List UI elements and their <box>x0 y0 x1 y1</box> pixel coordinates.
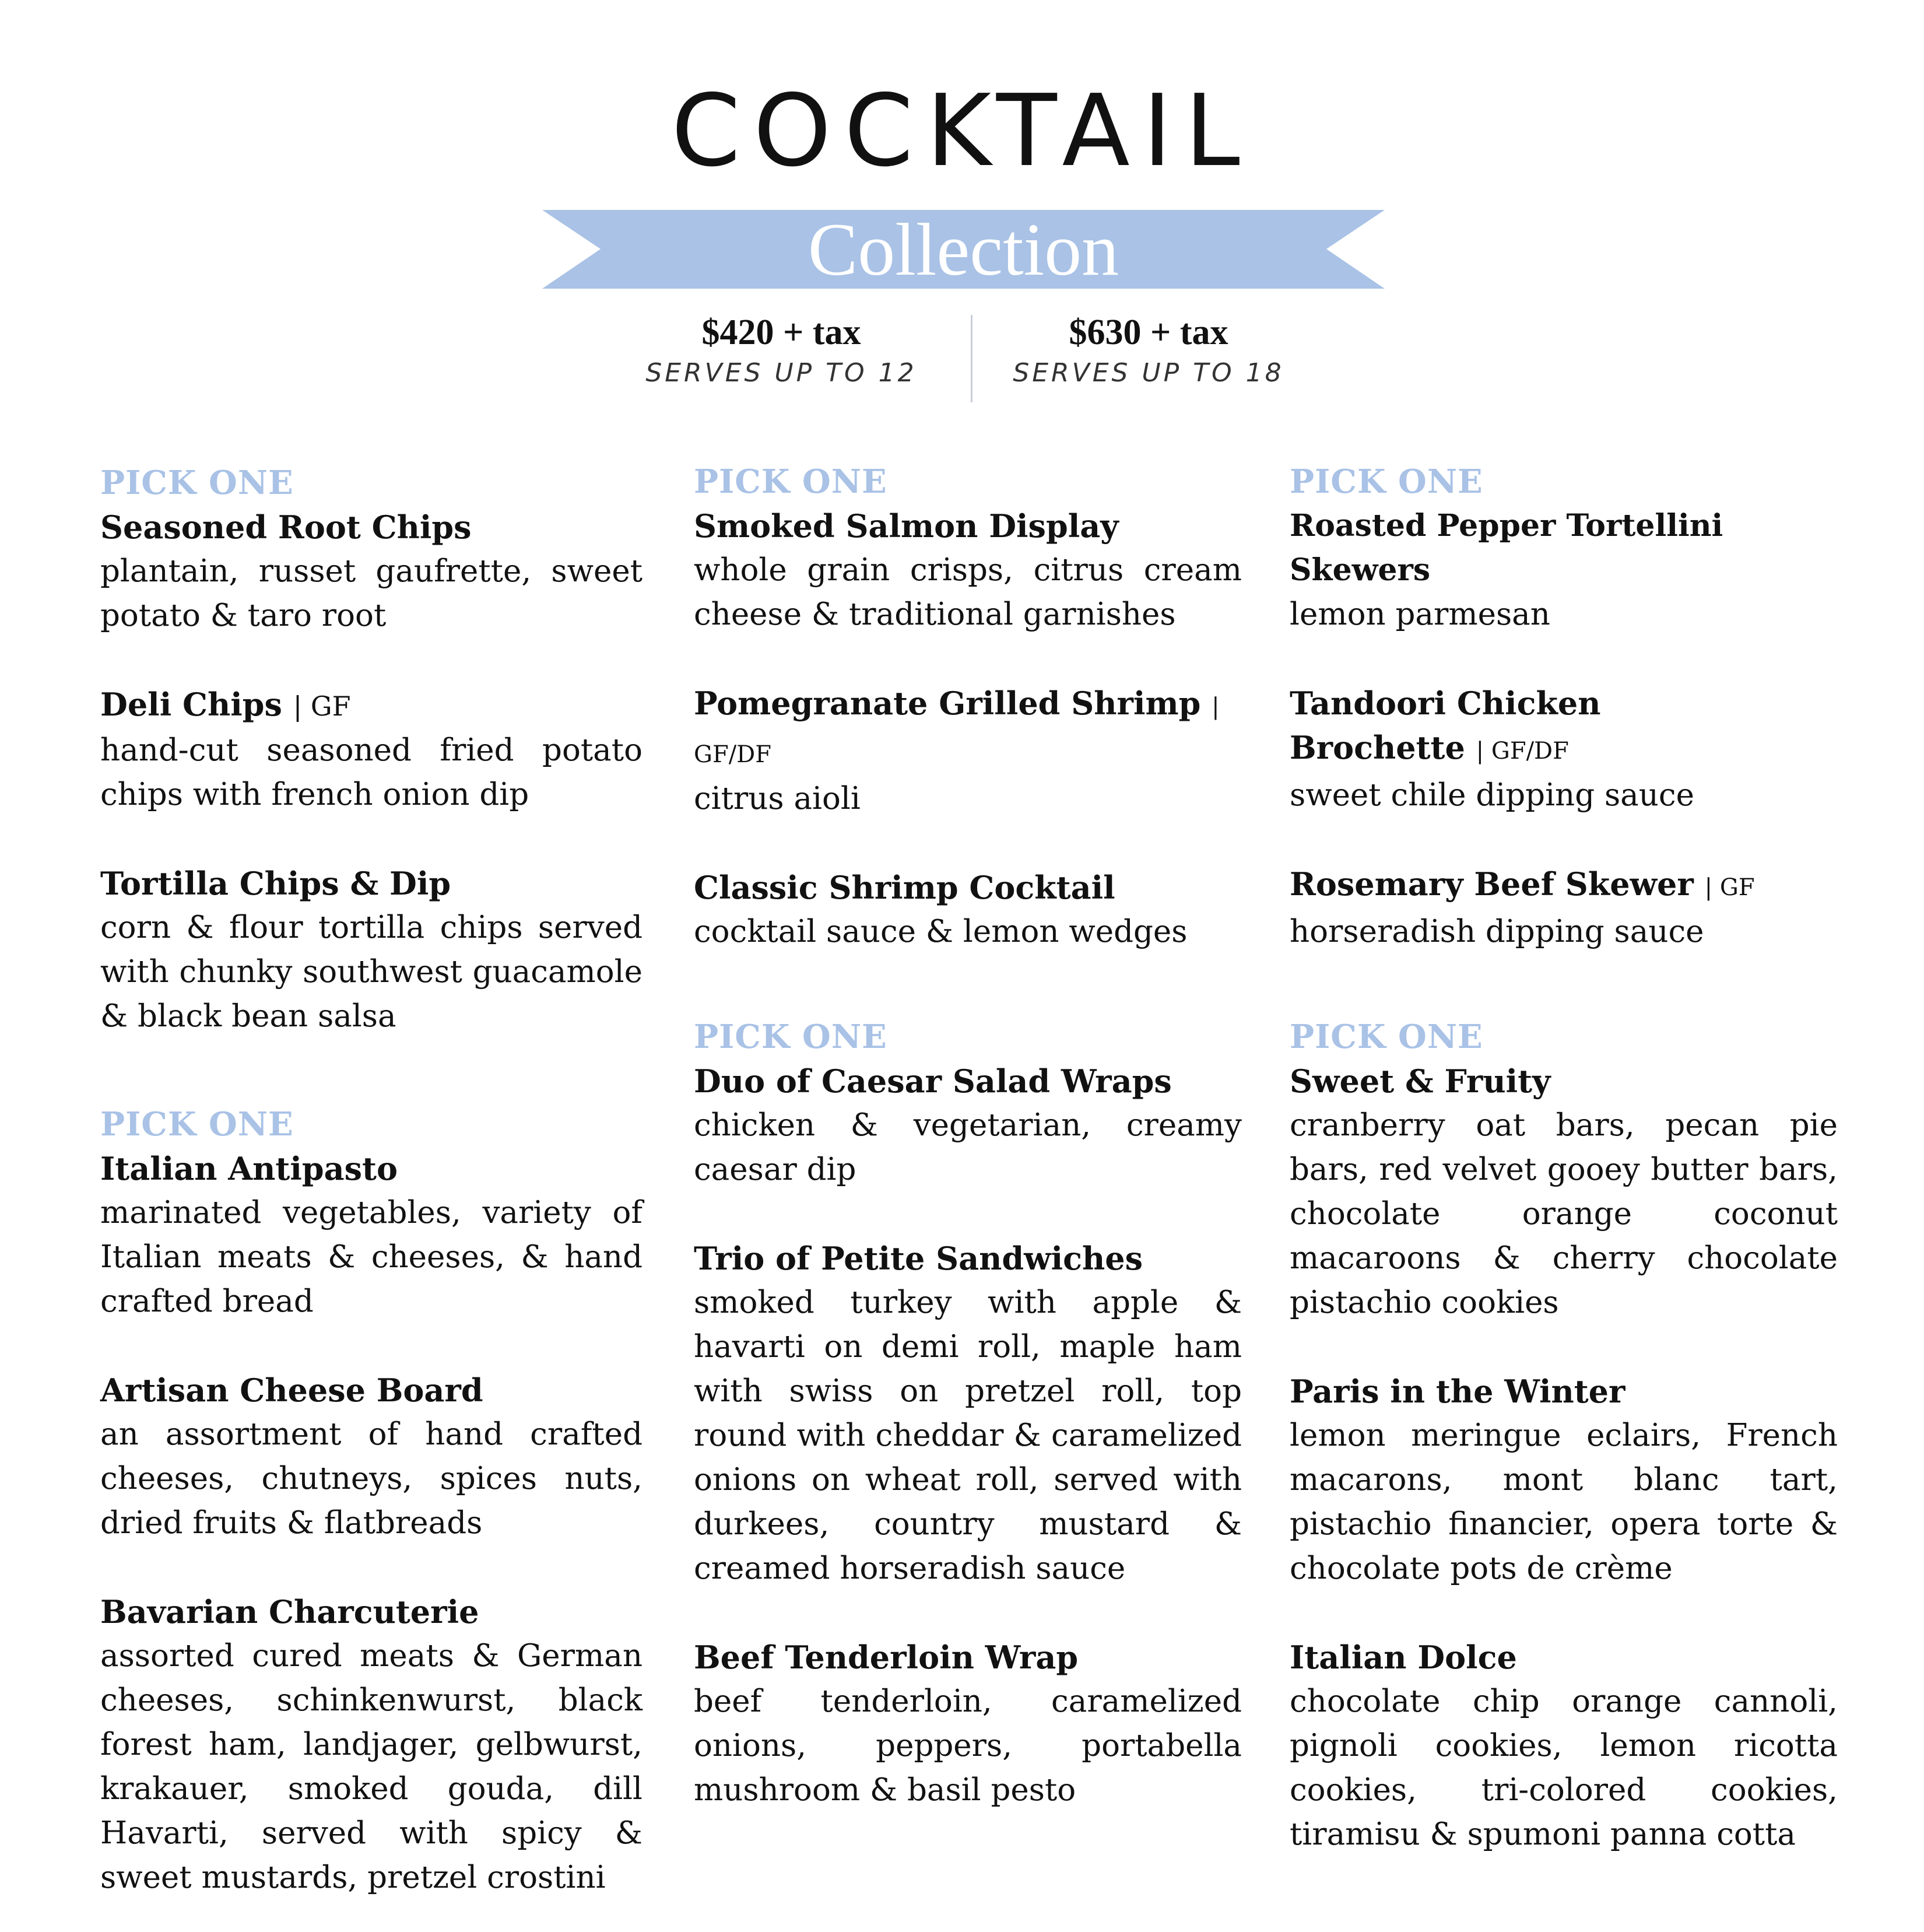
item-description: cocktail sauce & lemon wedges <box>694 914 1188 949</box>
item-name: Smoked Salmon Display <box>694 507 1119 545</box>
menu-item: Bavarian Charcuterie assorted cured meat… <box>100 1590 642 1900</box>
item-name: Roasted Pepper Tortellini Skewers <box>1290 508 1723 588</box>
ribbon-shape <box>542 210 1385 289</box>
item-name-line: Deli Chips | GF <box>100 682 642 728</box>
page-title: COCKTAIL <box>671 73 1253 189</box>
item-description: whole grain crisps, citrus cream cheese … <box>694 552 1242 632</box>
price-divider <box>971 315 972 402</box>
pick-one-label: PICK ONE <box>694 462 887 501</box>
menu-item: Paris in the Winter lemon meringue eclai… <box>1290 1369 1838 1591</box>
item-name: Bavarian Charcuterie <box>100 1593 479 1631</box>
item-name: Artisan Cheese Board <box>100 1372 483 1409</box>
item-description: corn & flour tortilla chips served with … <box>100 910 642 1034</box>
menu-item: Artisan Cheese Board an assortment of ha… <box>100 1368 642 1545</box>
pick-one-label: PICK ONE <box>1290 462 1483 501</box>
item-description: chocolate chip orange cannoli, pignoli c… <box>1290 1684 1838 1852</box>
item-description: marinated vegetables, variety of Italian… <box>100 1195 642 1319</box>
price-serves: SERVES UP TO 12 <box>645 358 917 388</box>
section-seafood: PICK ONE Smoked Salmon Display whole gra… <box>694 460 1242 954</box>
price-amount: $630 + tax <box>1069 313 1228 352</box>
pick-one-label: PICK ONE <box>100 464 294 502</box>
item-description: plantain, russet gaufrette, sweet potato… <box>100 553 642 633</box>
item-description: assorted cured meats & German cheeses, s… <box>100 1638 642 1895</box>
item-name: Classic Shrimp Cocktail <box>694 869 1115 906</box>
pick-one-label: PICK ONE <box>694 1018 887 1056</box>
item-name: Trio of Petite Sandwiches <box>694 1240 1143 1277</box>
menu-item: Italian Antipasto marinated vegetables, … <box>100 1146 642 1324</box>
item-description: beef tenderloin, caramelized onions, pep… <box>694 1684 1242 1808</box>
item-name: Deli Chips <box>100 686 282 723</box>
banner-text: Collection <box>807 208 1119 291</box>
diet-tag: | GF <box>293 690 351 722</box>
item-name: Sweet & Fruity <box>1290 1063 1551 1100</box>
section-skewers: PICK ONE Roasted Pepper Tortellini Skewe… <box>1290 460 1844 954</box>
menu-item: Tandoori Chicken Brochette | GF/DF sweet… <box>1290 681 1844 818</box>
price-serves: SERVES UP TO 18 <box>1013 358 1284 388</box>
item-name-line: Brochette | GF/DF <box>1290 725 1844 773</box>
menu-item: Deli Chips | GF hand-cut seasoned fried … <box>100 682 642 817</box>
item-name: Pomegranate Grilled Shrimp <box>694 685 1201 722</box>
pick-one-label: PICK ONE <box>1290 1018 1483 1056</box>
price-option-small: $420 + tax SERVES UP TO 12 <box>595 309 968 391</box>
menu-item: Tortilla Chips & Dip corn & flour tortil… <box>100 861 642 1039</box>
menu-item: Beef Tenderloin Wrap beef tenderloin, ca… <box>694 1635 1242 1812</box>
menu-item: Classic Shrimp Cocktail cocktail sauce &… <box>694 865 1242 954</box>
section-boards: PICK ONE Italian Antipasto marinated veg… <box>100 1102 642 1900</box>
pick-one-label: PICK ONE <box>100 1105 294 1144</box>
menu-item: Smoked Salmon Display whole grain crisps… <box>694 504 1242 637</box>
menu-item: Sweet & Fruity cranberry oat bars, pecan… <box>1290 1059 1838 1325</box>
menu-item: Roasted Pepper Tortellini Skewers lemon … <box>1290 504 1844 637</box>
item-name: Duo of Caesar Salad Wraps <box>694 1063 1172 1100</box>
item-name: Beef Tenderloin Wrap <box>694 1639 1079 1676</box>
menu-item: Rosemary Beef Skewer | GF horseradish di… <box>1290 862 1844 954</box>
item-name-line: Pomegranate Grilled Shrimp | GF/DF <box>694 681 1242 777</box>
item-name: Rosemary Beef Skewer <box>1290 865 1694 903</box>
menu-item: Trio of Petite Sandwiches smoked turkey … <box>694 1236 1242 1591</box>
item-description: lemon parmesan <box>1290 597 1550 632</box>
diet-tag: | GF <box>1704 874 1755 901</box>
item-description: horseradish dipping sauce <box>1290 914 1704 949</box>
item-name-first-line: Tandoori Chicken <box>1290 685 1601 722</box>
menu-item: Pomegranate Grilled Shrimp | GF/DF citru… <box>694 681 1242 821</box>
item-description: an assortment of hand crafted cheeses, c… <box>100 1416 642 1541</box>
price-option-large: $630 + tax SERVES UP TO 18 <box>962 309 1335 391</box>
item-description: cranberry oat bars, pecan pie bars, red … <box>1290 1107 1838 1320</box>
item-description: sweet chile dipping sauce <box>1290 777 1694 813</box>
menu-item: Seasoned Root Chips plantain, russet gau… <box>100 505 642 638</box>
menu-item: Duo of Caesar Salad Wraps chicken & vege… <box>694 1059 1242 1192</box>
collection-banner: Collection <box>542 210 1385 289</box>
item-name-line: Rosemary Beef Skewer | GF <box>1290 862 1844 910</box>
section-chips: PICK ONE Seasoned Root Chips plantain, r… <box>100 461 642 1039</box>
price-amount: $420 + tax <box>701 313 861 352</box>
item-description: chicken & vegetarian, creamy caesar dip <box>694 1107 1242 1187</box>
item-name: Seasoned Root Chips <box>100 509 472 546</box>
item-name: Italian Antipasto <box>100 1150 398 1187</box>
section-desserts: PICK ONE Sweet & Fruity cranberry oat ba… <box>1290 1015 1838 1857</box>
item-name: Tortilla Chips & Dip <box>100 865 451 902</box>
item-name: Paris in the Winter <box>1290 1373 1625 1410</box>
item-name: Italian Dolce <box>1290 1639 1517 1676</box>
item-description: smoked turkey with apple & havarti on de… <box>694 1285 1242 1586</box>
item-description: hand-cut seasoned fried potato chips wit… <box>100 732 642 812</box>
diet-tag: | GF/DF <box>694 693 1220 768</box>
item-name: Brochette <box>1290 729 1465 766</box>
menu-item: Italian Dolce chocolate chip orange cann… <box>1290 1635 1838 1857</box>
section-sandwiches: PICK ONE Duo of Caesar Salad Wraps chick… <box>694 1015 1242 1812</box>
item-description: citrus aioli <box>694 781 861 816</box>
diet-tag: | GF/DF <box>1476 738 1569 765</box>
item-description: lemon meringue eclairs, French macarons,… <box>1290 1418 1838 1586</box>
